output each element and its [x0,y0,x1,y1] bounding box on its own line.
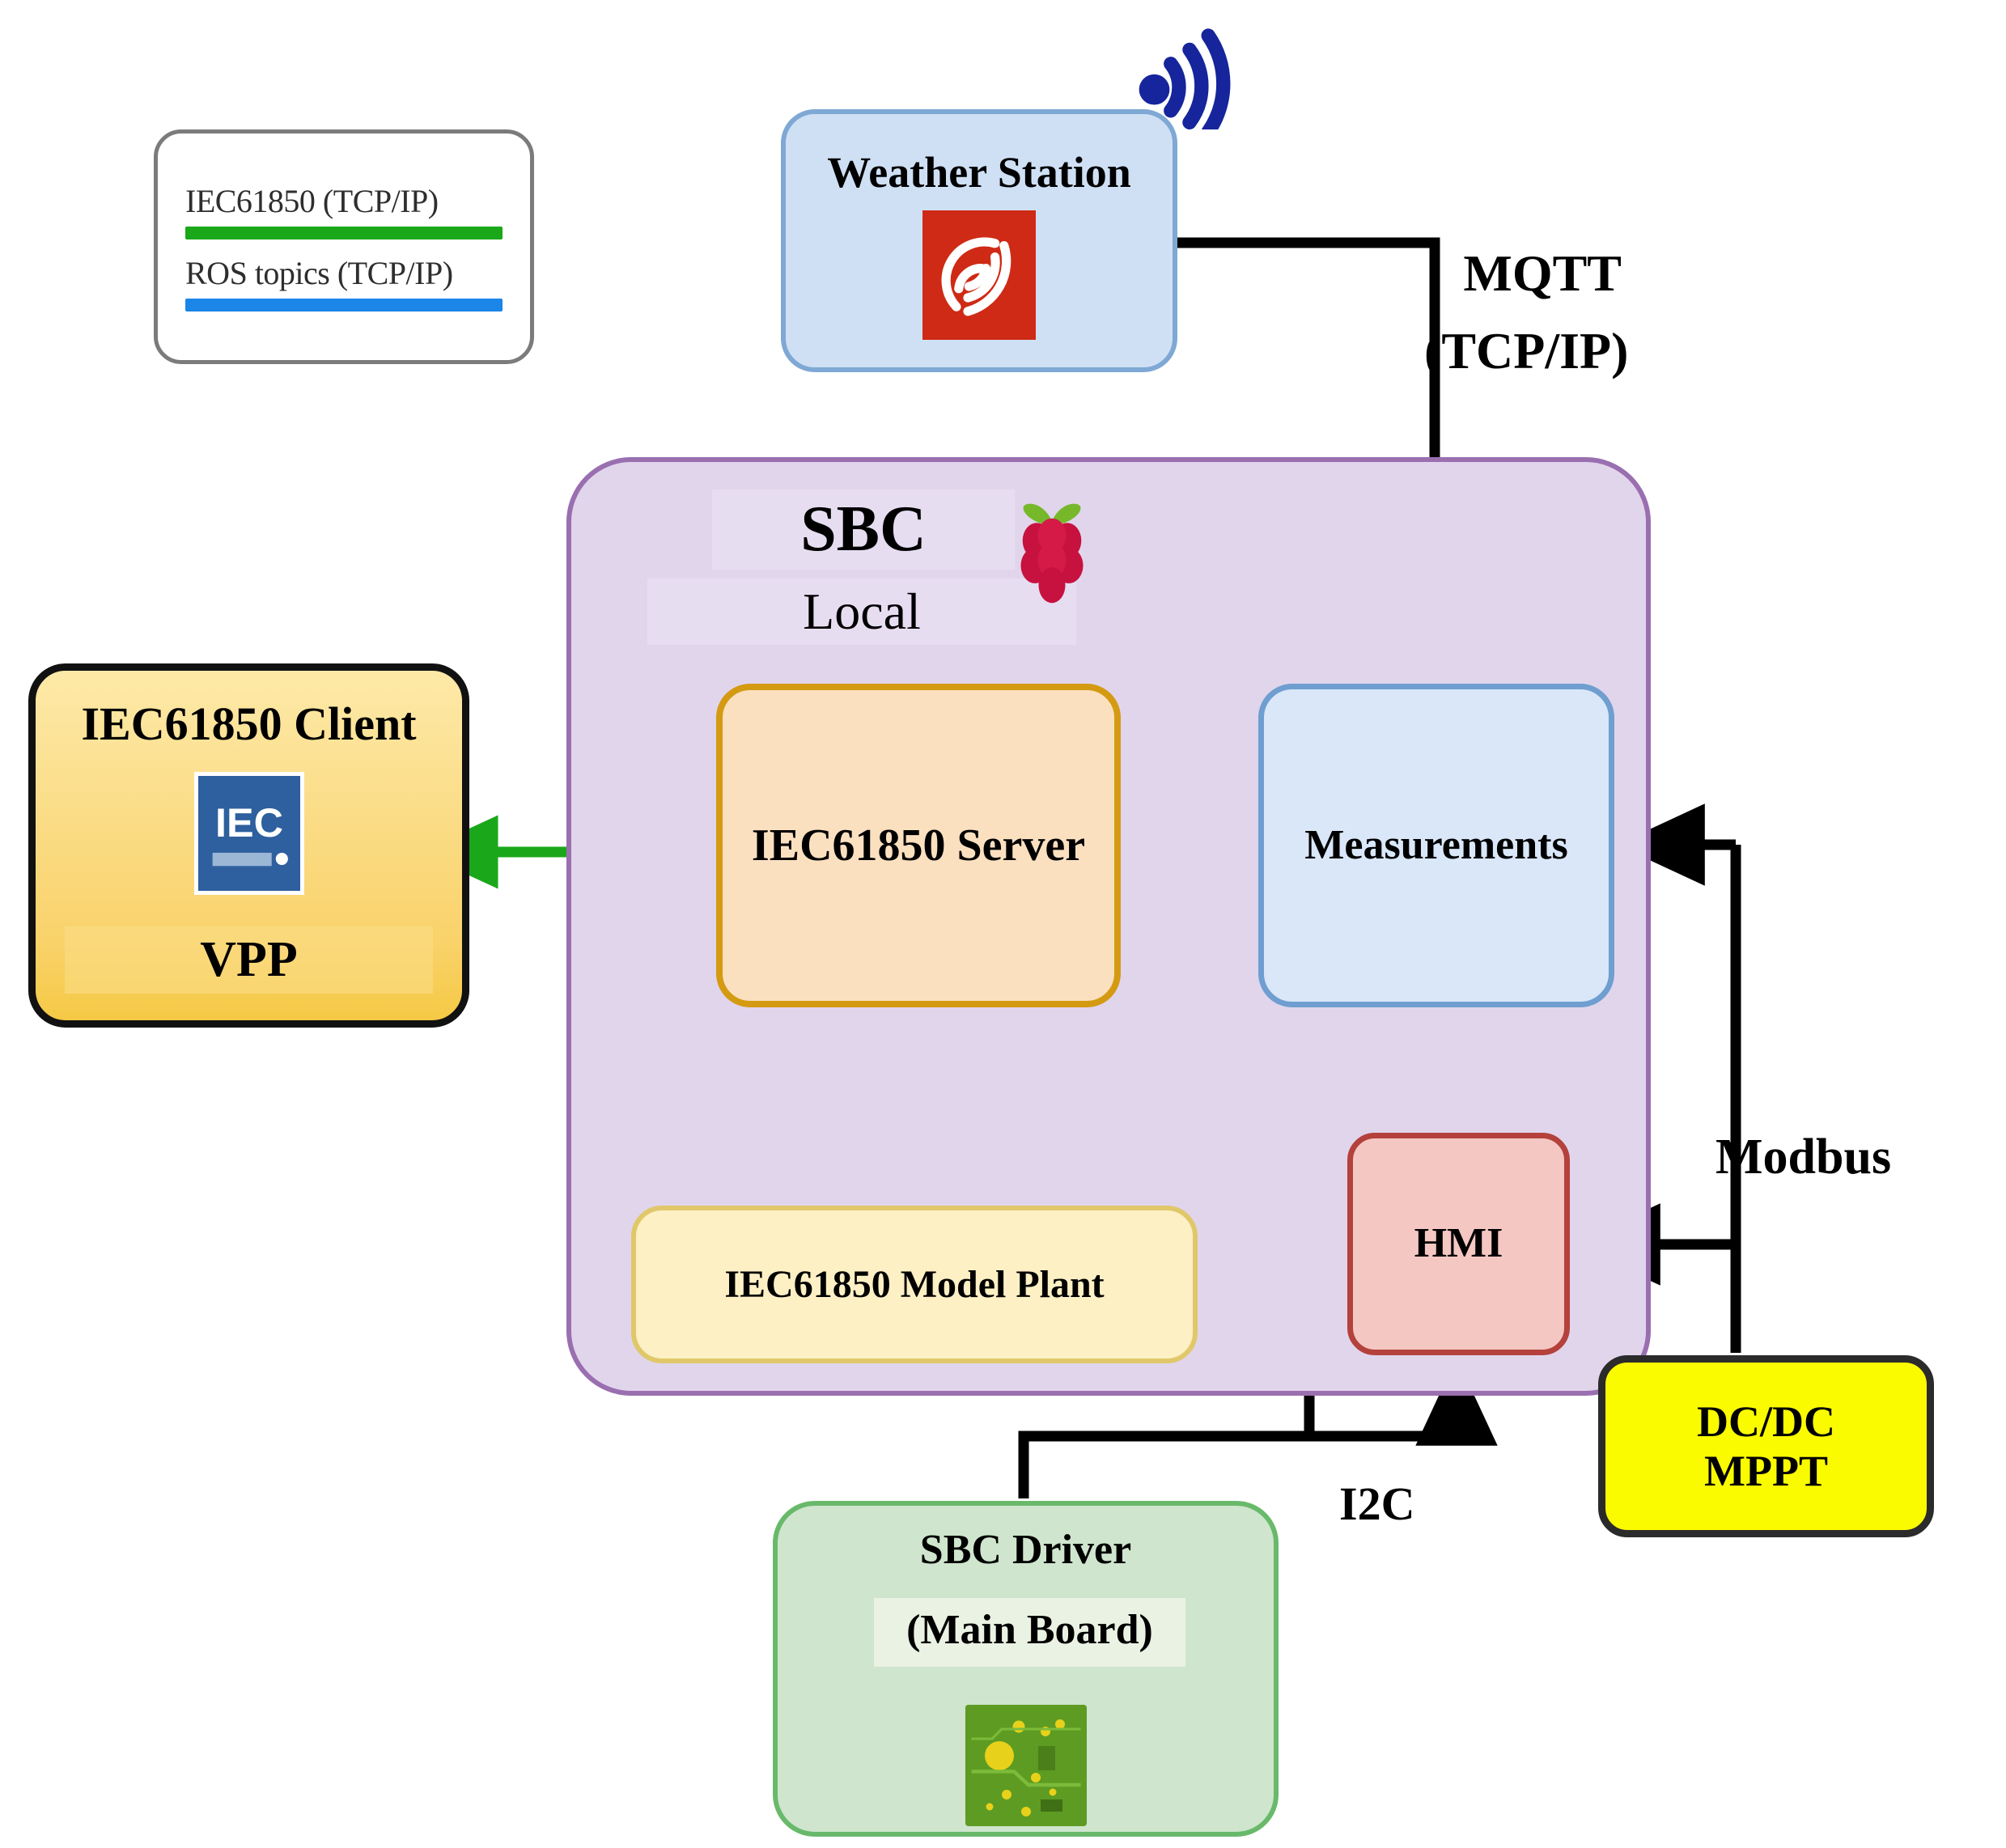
edge-label-mqtt: MQTT (TCP/IP) [1424,235,1628,390]
dcdc-mppt-label-line2: MPPT [1704,1446,1828,1495]
legend-label-ros: ROS topics (TCP/IP) [185,255,453,291]
node-dcdc-mppt[interactable]: DC/DC MPPT [1598,1355,1934,1537]
iec61850-client-footer-vpp: VPP [65,926,433,994]
node-iec61850-model-plant[interactable]: IEC61850 Model Plant [631,1206,1198,1363]
legend-item-ros: ROS topics (TCP/IP) [185,254,503,312]
iec-logo-icon: IEC [193,771,304,895]
iec61850-server-label: IEC61850 Server [751,820,1086,871]
wifi-signal-icon [1139,28,1231,129]
iec61850-client-label: IEC61850 Client [81,697,417,750]
hmi-label: HMI [1414,1220,1503,1267]
mqtt-label-line2: (TCP/IP) [1424,322,1629,379]
model-plant-label: IEC61850 Model Plant [724,1262,1105,1306]
sbc-driver-label: SBC Driver [919,1527,1132,1573]
sbc-title: SBC [712,490,1015,570]
node-iec61850-server[interactable]: IEC61850 Server [716,684,1121,1007]
legend-swatch-iec61850 [185,227,503,239]
node-hmi[interactable]: HMI [1347,1133,1570,1355]
sbc-driver-sublabel: (Main Board) [874,1598,1185,1667]
weather-station-label: Weather Station [827,148,1131,197]
svg-text:IEC: IEC [214,799,282,846]
circuit-board-icon [965,1705,1087,1827]
edge-label-i2c: I2C [1339,1477,1415,1530]
node-weather-station[interactable]: Weather Station [781,109,1177,372]
legend-item-iec61850: IEC61850 (TCP/IP) [185,182,503,239]
legend-label-iec61850: IEC61850 (TCP/IP) [185,183,439,219]
weather-station-swirl-icon [922,210,1036,340]
measurements-label: Measurements [1304,821,1568,868]
legend-box: IEC61850 (TCP/IP) ROS topics (TCP/IP) [154,129,534,364]
sbc-subtitle: Local [647,579,1076,645]
legend-swatch-ros [185,299,503,312]
node-sbc-driver[interactable]: SBC Driver [773,1501,1279,1837]
edge-label-modbus: Modbus [1715,1130,1892,1185]
dcdc-mppt-label-line1: DC/DC [1697,1397,1835,1447]
node-measurements[interactable]: Measurements [1258,684,1614,1007]
mqtt-label-line1: MQTT [1463,244,1622,302]
raspberry-pi-icon [1020,503,1084,604]
